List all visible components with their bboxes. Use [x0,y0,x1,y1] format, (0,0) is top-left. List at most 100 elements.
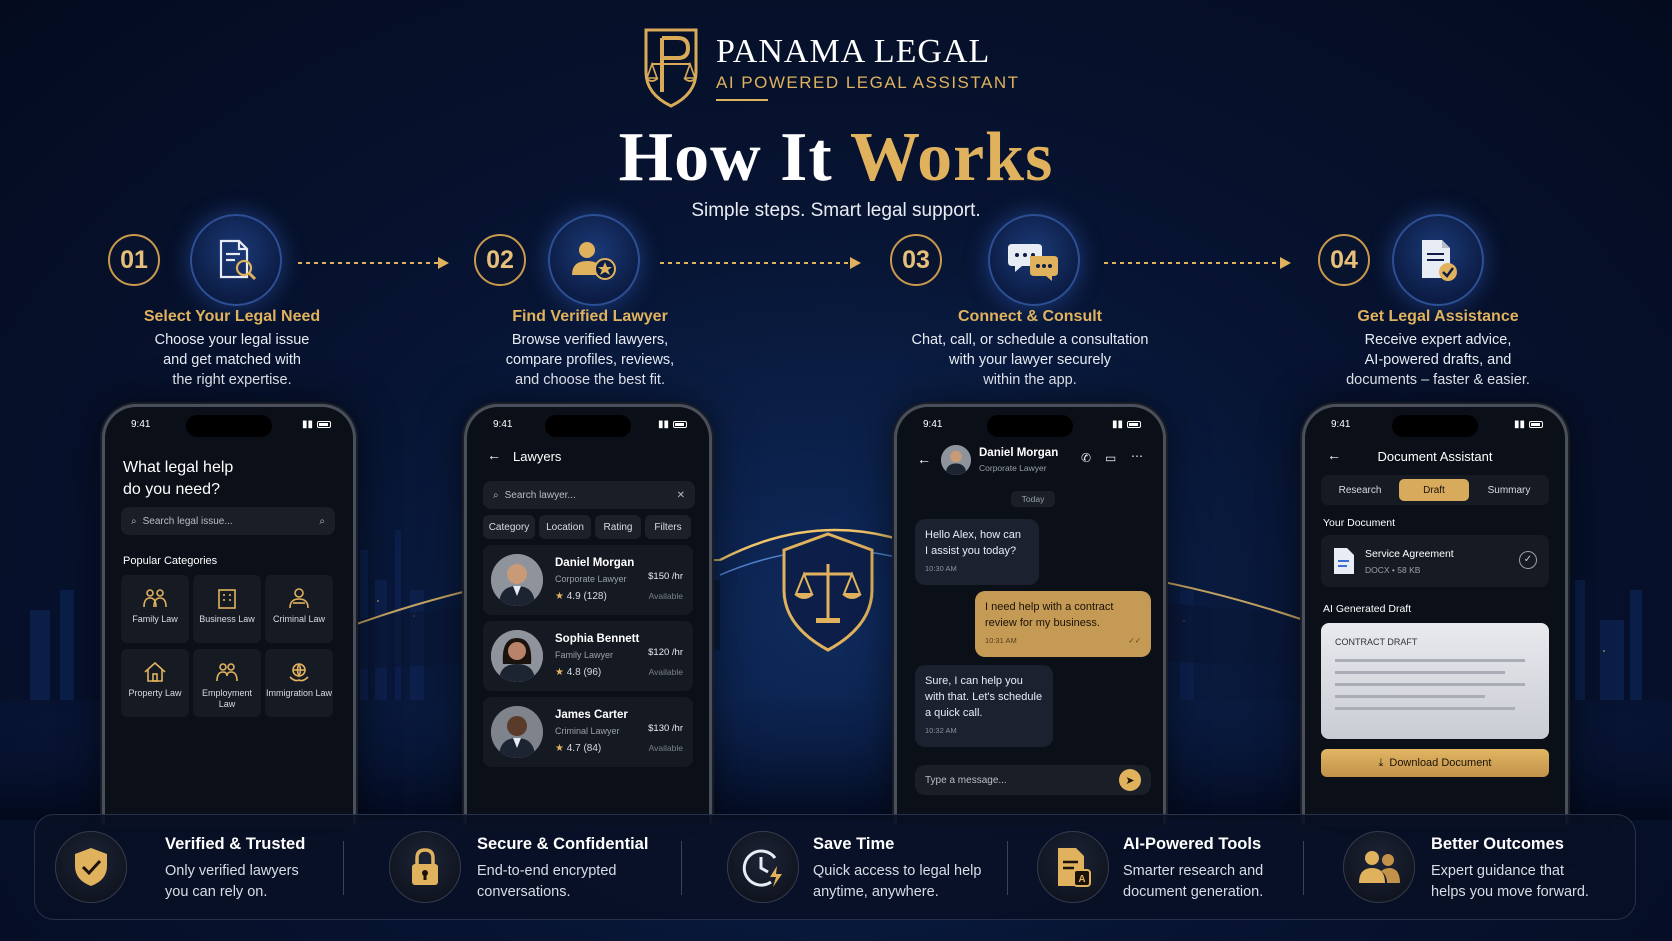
category-immigration-law[interactable]: Immigration Law [265,649,333,717]
read-check-icon: ✓✓ [1128,636,1141,645]
clear-icon[interactable]: ✕ [676,489,685,501]
document-card[interactable]: Service Agreement DOCX • 58 KB ✓ [1321,535,1549,587]
status-bar: 9:41 ▮▮ [131,419,331,430]
battery-icon [1127,421,1141,428]
review-count: (128) [583,591,607,602]
send-icon[interactable]: ➤ [1119,769,1141,791]
message-input[interactable]: Type a message... ➤ [915,765,1151,795]
title-part-2: Works [849,119,1054,196]
search-icon: ⌕ [131,515,137,527]
draft-text-line [1335,707,1515,710]
status-time: 9:41 [493,419,513,430]
category-label: Property Law [128,688,182,698]
back-arrow-icon[interactable]: ← [1327,447,1341,463]
message-placeholder: Type a message... [925,774,1007,786]
clock-bolt-icon [727,831,799,903]
popular-categories-label: Popular Categories [123,555,218,567]
lawyer-price: $130 /hr [648,723,683,734]
star-icon: ★ [555,743,564,754]
step-2-line-3: and choose the best fit. [515,372,665,388]
step-3-line-1: Chat, call, or schedule a consultation [911,332,1149,348]
feature-title: AI-Powered Tools [1123,835,1262,853]
category-label: Family Law [132,614,178,624]
lawyer-card-james-carter[interactable]: James Carter Criminal Lawyer ★ 4.7 (84) … [483,697,693,767]
filter-chip-filters[interactable]: Filters [645,515,691,539]
tab-summary[interactable]: Summary [1487,484,1531,496]
lawyer-status: Available [648,667,683,677]
feature-secure-confidential: Secure & Confidential End-to-end encrypt… [389,815,689,921]
message-line: I assist you today? [925,545,1017,557]
battery-icon [673,421,687,428]
category-business-law[interactable]: Business Law [193,575,261,643]
tab-research[interactable]: Research [1338,484,1382,496]
status-icons: ▮▮ [1514,419,1543,430]
feature-line: helps you move forward. [1431,884,1589,900]
status-time: 9:41 [923,419,943,430]
feature-save-time: Save Time Quick access to legal help any… [727,815,1027,921]
lawyer-rating: ★ 4.7 (84) [555,743,601,754]
filter-chip-rating[interactable]: Rating [595,515,641,539]
category-label: Business Law [199,614,255,624]
message-lawyer-2: Sure, I can help you with that. Let's sc… [915,665,1053,747]
lawyer-card-sophia-bennett[interactable]: Sophia Bennett Family Lawyer ★ 4.8 (96) … [483,621,693,691]
tab-draft[interactable]: Draft [1399,479,1469,501]
feature-line: Smarter research and [1123,863,1264,879]
legal-help-heading: What legal help do you need? [123,457,233,501]
status-bar: 9:41 ▮▮ [493,419,687,430]
signal-icon: ▮▮ [1111,419,1123,430]
brand-header: PANAMA LEGAL AI POWERED LEGAL ASSISTANT [640,26,1020,108]
contract-draft-preview[interactable]: CONTRACT DRAFT [1321,623,1549,739]
feature-line: you can rely on. [165,884,268,900]
review-count: (84) [583,743,602,754]
building-icon [218,589,236,609]
phone-legal-need: 9:41 ▮▮ What legal help do you need? ⌕ S… [102,404,356,824]
lawyer-card-daniel-morgan[interactable]: Daniel Morgan Corporate Lawyer ★ 4.9 (12… [483,545,693,615]
back-arrow-icon[interactable]: ← [917,451,931,467]
review-count: (96) [583,667,602,678]
verified-lawyer-icon [548,214,640,306]
download-label: Download Document [1389,757,1492,769]
feature-title: Secure & Confidential [477,835,649,853]
phone-document-assistant: 9:41 ▮▮ ← Document Assistant Research Dr… [1302,404,1568,824]
message-user-1: I need help with a contract review for m… [975,591,1151,657]
document-check-icon [1392,214,1484,306]
battery-icon [317,421,331,428]
filter-chip-category[interactable]: Category [483,515,535,539]
filter-chip-location[interactable]: Location [539,515,591,539]
category-employment-law[interactable]: Employment Law [193,649,261,717]
brand-name: PANAMA LEGAL [716,33,991,70]
category-property-law[interactable]: Property Law [121,649,189,717]
lawyer-role: Family Lawyer [555,650,614,660]
contact-avatar [941,445,971,475]
category-criminal-law[interactable]: Criminal Law [265,575,333,643]
video-call-icon[interactable]: ▭ [1105,451,1117,465]
step-3-title: Connect & Consult [958,308,1102,325]
step-1-line-1: Choose your legal issue [154,332,310,348]
title-part-1: How It [618,119,850,196]
step-4-line-3: documents – faster & easier. [1346,372,1530,388]
category-family-law[interactable]: Family Law [121,575,189,643]
more-options-icon[interactable]: ⋯ [1131,449,1143,463]
feature-verified-trusted: Verified & Trusted Only verified lawyers… [55,815,355,921]
your-document-label: Your Document [1323,517,1395,529]
lawyer-search-input[interactable]: ⌕ Search lawyer... ✕ [483,481,695,509]
legal-issue-search-input[interactable]: ⌕ Search legal issue... ⌕ [121,507,335,535]
phone-call-icon[interactable]: ✆ [1081,451,1092,465]
search-icon-right[interactable]: ⌕ [319,515,325,527]
message-line: with that. Let's schedule [925,691,1043,703]
step-4-title: Get Legal Assistance [1357,308,1519,325]
status-time: 9:41 [1331,419,1351,430]
check-circle-icon: ✓ [1519,551,1537,569]
feature-line: Expert guidance that [1431,863,1565,879]
feature-title: Save Time [813,835,895,853]
star-icon: ★ [555,667,564,678]
feature-line: conversations. [477,884,571,900]
avatar [491,630,543,682]
back-arrow-icon[interactable]: ← [487,447,501,463]
download-document-button[interactable]: ⤓ Download Document [1321,749,1549,777]
lawyer-name: James Carter [555,709,628,721]
step-4-line-1: Receive expert advice, [1364,332,1512,348]
lawyer-rating: ★ 4.9 (128) [555,591,607,602]
phone-lawyers-list: 9:41 ▮▮ ← Lawyers ⌕ Search lawyer... ✕ C… [464,404,712,824]
step-4-number: 04 [1318,234,1370,286]
